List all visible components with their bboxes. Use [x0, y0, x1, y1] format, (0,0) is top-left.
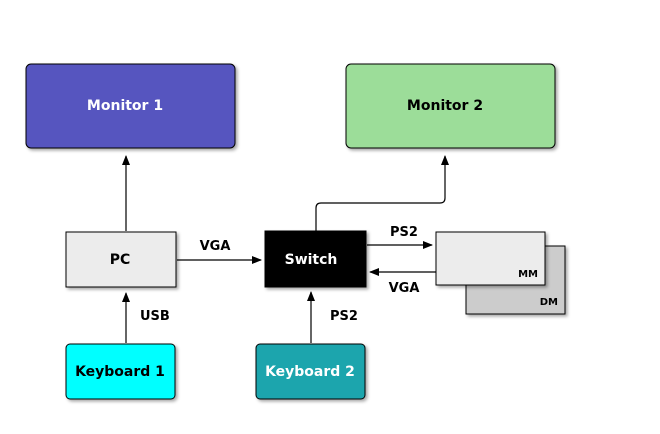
pc-node: PC: [65, 231, 177, 288]
edge-label-keyboard2-to-switch: PS2: [330, 309, 358, 324]
edge-label-switch-to-mm: PS2: [390, 225, 418, 240]
pc-box: [65, 231, 177, 288]
pc-label: PC: [110, 252, 131, 268]
mm-node: MM: [435, 231, 546, 286]
monitor2-node: Monitor 2: [345, 63, 556, 149]
monitor1-node: Monitor 1: [25, 63, 236, 149]
switch-box: [264, 230, 367, 288]
mm-box: [435, 231, 546, 286]
monitor1-label: Monitor 1: [87, 98, 163, 114]
edge-switch-to-monitor2: [315, 155, 449, 231]
mm-label: MM: [518, 269, 538, 280]
edge-label-keyboard1-to-pc: USB: [140, 309, 170, 324]
edge-label-mm-to-switch: VGA: [389, 281, 420, 296]
keyboard2-node: Keyboard 2: [255, 343, 366, 400]
keyboard1-node: Keyboard 1: [65, 343, 176, 400]
monitor2-box: [345, 63, 556, 149]
monitor2-label: Monitor 2: [407, 98, 483, 114]
switch-label: Switch: [285, 252, 338, 268]
switch-node: Switch: [264, 230, 367, 288]
keyboard1-box: [65, 343, 176, 400]
keyboard2-box: [255, 343, 366, 400]
edge-label-pc-to-switch: VGA: [200, 239, 231, 254]
dm-label: DM: [540, 297, 558, 308]
keyboard1-label: Keyboard 1: [75, 364, 165, 380]
monitor1-box: [25, 63, 236, 149]
keyboard2-label: Keyboard 2: [265, 364, 355, 380]
